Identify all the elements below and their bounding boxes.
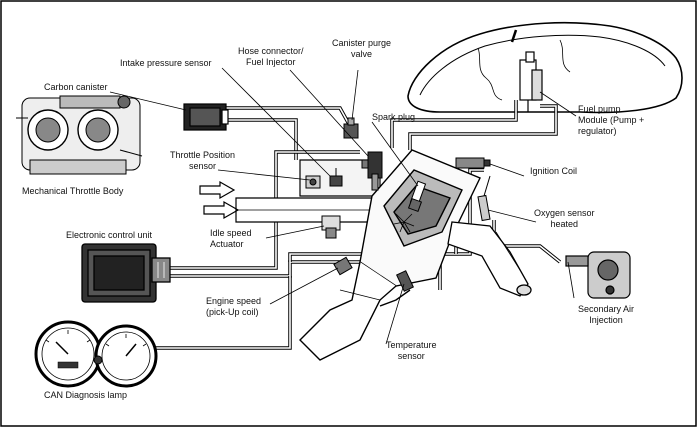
electronic-control-unit: [81, 243, 171, 303]
label-carbon-canister: Carbon canister: [44, 82, 108, 92]
label-hose-connector: Hose connector/ Fuel Injector: [238, 46, 304, 68]
fuel-pump-module: [519, 51, 543, 112]
mechanical-throttle-body: [16, 95, 143, 175]
spark-plug: [407, 180, 427, 213]
spark-burst: [393, 213, 415, 233]
canister-purge-valve: [343, 117, 359, 139]
exhaust-pipe: [447, 221, 532, 297]
label-ignition-coil: Ignition Coil: [530, 166, 578, 176]
carbon-canister: [183, 103, 229, 131]
secondary-air-injection: [565, 251, 631, 299]
label-oxygen-sensor: Oxygen sensor heated: [534, 208, 595, 230]
engine-speed-pickup: [333, 256, 353, 276]
label-secondary-air-line2: Injection: [589, 315, 623, 325]
label-throttle-position-sensor: Throttle Position sensor: [170, 150, 235, 172]
label-canister-purge-line1: Canister purge: [332, 38, 392, 48]
oxygen-sensor: [477, 175, 491, 222]
label-can-diagnosis-lamp: CAN Diagnosis lamp: [44, 390, 128, 400]
leader-lines: [109, 67, 577, 345]
label-oxygen-sensor-line2: heated: [550, 219, 579, 229]
intake-air-arrows: [199, 180, 240, 220]
label-secondary-air-line1: Secondary Air: [578, 304, 635, 314]
label-secondary-air-injection: Secondary Air Injection: [578, 304, 634, 326]
fuel-injector: [361, 151, 383, 191]
label-fuel-pump-module: Fuel pump Module (Pump + regulator): [578, 104, 644, 137]
label-idle-speed-line1: Idle speed: [210, 228, 252, 238]
instrument-cluster: [34, 320, 158, 388]
fuel-tank: [407, 21, 683, 114]
label-fuel-pump-line2: Module (Pump +: [578, 115, 645, 125]
temperature-sensor: [396, 270, 414, 292]
throttle-position-sensor: [305, 175, 321, 189]
engine-cylinder: [299, 149, 481, 361]
label-hose-connector-line2: Fuel Injector: [246, 57, 296, 67]
label-canister-purge-line2: valve: [351, 49, 373, 59]
label-engine-speed-line1: Engine speed: [206, 296, 262, 306]
label-temperature-line2: sensor: [397, 351, 425, 361]
label-idle-speed-actuator: Idle speed Actuator: [210, 228, 252, 250]
label-engine-speed: Engine speed (pick-Up coil): [206, 296, 261, 318]
label-canister-purge-valve: Canister purge valve: [332, 38, 391, 60]
label-idle-speed-line2: Actuator: [210, 239, 244, 249]
label-mechanical-throttle-body: Mechanical Throttle Body: [22, 186, 124, 196]
label-throttle-position-line1: Throttle Position: [170, 150, 236, 160]
label-spark-plug: Spark plug: [372, 112, 416, 122]
ignition-coil: [455, 157, 491, 169]
intake-pressure-sensor: [329, 168, 343, 187]
label-oxygen-sensor-line1: Oxygen sensor: [534, 208, 595, 218]
label-electronic-control-unit: Electronic control unit: [66, 230, 153, 240]
label-hose-connector-line1: Hose connector/: [238, 46, 304, 56]
idle-speed-actuator: [321, 215, 341, 239]
label-temperature-sensor: Temperature sensor: [386, 340, 437, 362]
label-fuel-pump-line3: regulator): [578, 126, 617, 136]
label-fuel-pump-line1: Fuel pump: [578, 104, 621, 114]
label-throttle-position-line2: sensor: [189, 161, 217, 171]
label-engine-speed-line2: (pick-Up coil): [206, 307, 259, 317]
label-temperature-line1: Temperature: [386, 340, 437, 350]
label-intake-pressure-sensor: Intake pressure sensor: [120, 58, 212, 68]
